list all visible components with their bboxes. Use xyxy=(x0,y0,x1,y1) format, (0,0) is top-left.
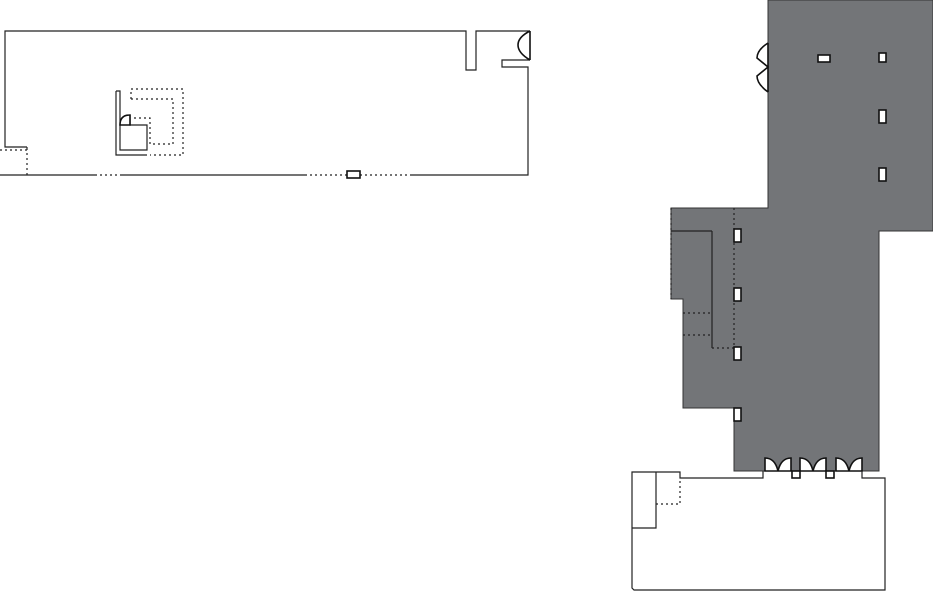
dotted-box xyxy=(0,149,28,175)
door-icon xyxy=(119,114,131,126)
column xyxy=(346,170,361,179)
floor-plan-right xyxy=(631,0,933,591)
column xyxy=(878,109,887,124)
dotted-area-outer xyxy=(130,88,184,156)
column xyxy=(791,470,801,479)
column xyxy=(733,346,742,361)
door-icon xyxy=(799,457,827,472)
inner-wall xyxy=(632,472,657,529)
dotted-inner-line xyxy=(656,478,681,505)
door-group xyxy=(764,457,863,479)
column xyxy=(817,54,831,63)
column xyxy=(825,470,835,479)
floor-plan-upper-left xyxy=(0,30,531,179)
door-icon xyxy=(756,42,770,93)
highlighted-area xyxy=(670,0,933,472)
column xyxy=(733,287,742,302)
outer-wall xyxy=(0,30,530,176)
door-icon xyxy=(517,30,531,61)
door-icon xyxy=(835,457,863,472)
column xyxy=(733,228,742,243)
dotted-area-inner xyxy=(131,98,174,145)
column xyxy=(733,407,742,422)
inner-wall xyxy=(671,230,713,348)
lower-room-wall xyxy=(631,471,886,591)
column xyxy=(878,167,887,182)
column xyxy=(878,52,887,63)
door-icon xyxy=(764,457,792,472)
